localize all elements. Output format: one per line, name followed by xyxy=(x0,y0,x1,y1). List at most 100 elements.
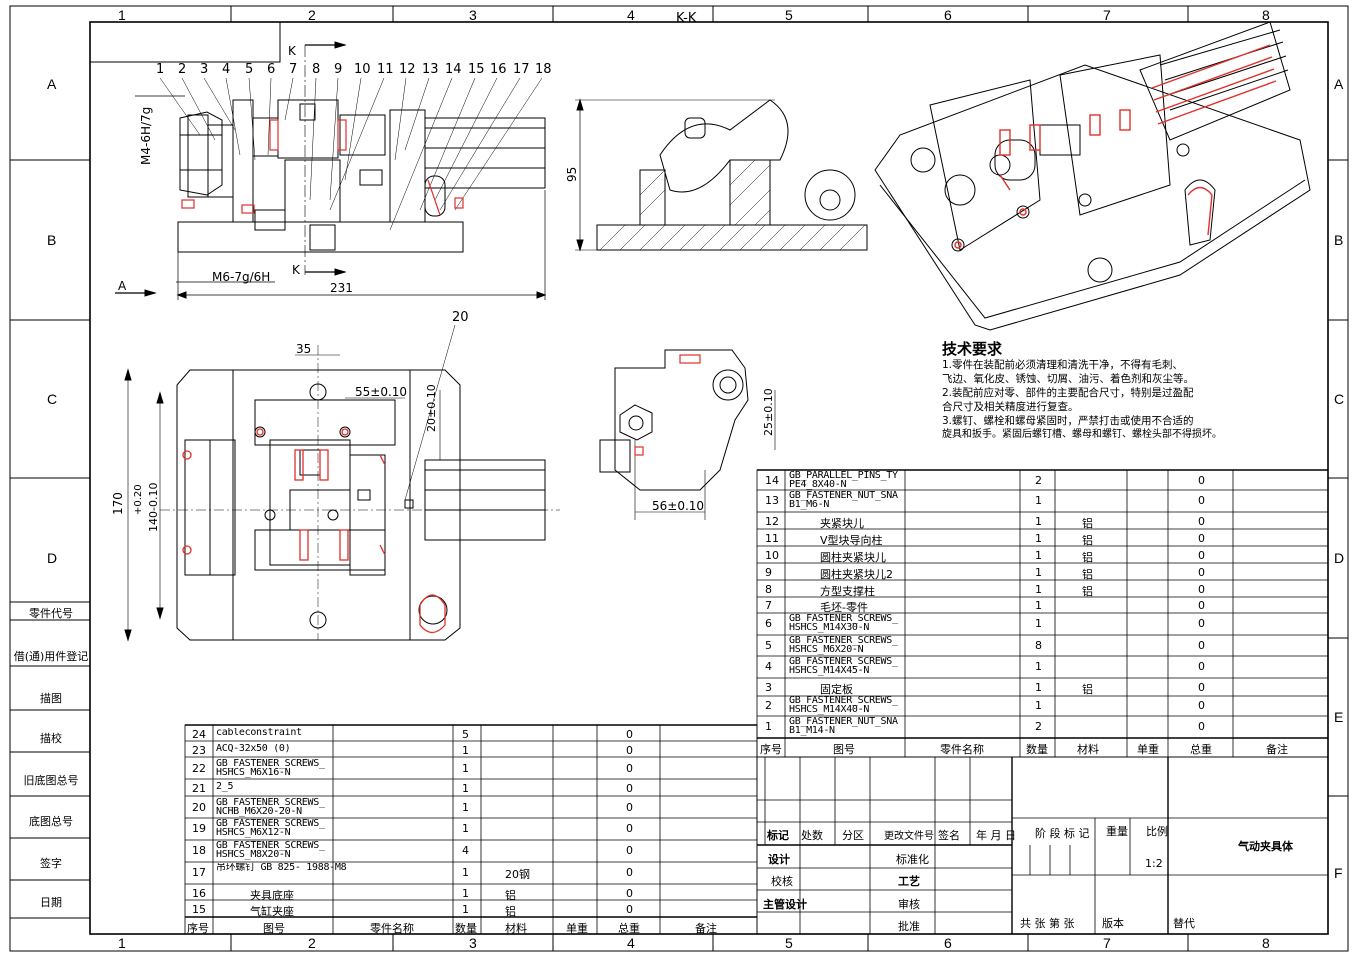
callout-5: 5 xyxy=(245,62,254,77)
bom-right-header-drawing: 图号 xyxy=(833,743,855,756)
side-view xyxy=(599,349,776,520)
callout-13: 13 xyxy=(422,62,439,77)
bom-row-drawing: GB_FASTENER_SCREWS_ HSHCS_M6X12-N xyxy=(216,819,325,838)
section-view xyxy=(575,98,868,252)
bom-row-number: 16 xyxy=(192,887,206,900)
tech-req-heading: 技术要求 xyxy=(942,340,1003,358)
zone-col-5-bottom: 5 xyxy=(785,935,793,951)
dim-thread-m6: M6-7g/6H xyxy=(212,270,271,284)
bom-row-total-weight: 0 xyxy=(626,744,633,757)
callout-16: 16 xyxy=(490,62,507,77)
bom-row-total-weight: 0 xyxy=(626,887,633,900)
bom-row-name: V型块导向柱 xyxy=(820,534,883,547)
bom-row-number: 22 xyxy=(192,762,206,775)
bom-row-total-weight: 0 xyxy=(1198,494,1205,507)
bom-row-number: 19 xyxy=(192,822,206,835)
bom-row-total-weight: 0 xyxy=(626,866,633,879)
tb-version: 版本 xyxy=(1102,917,1124,930)
zone-col-1: 1 xyxy=(118,7,126,23)
callout-7: 7 xyxy=(289,62,298,77)
bom-row-drawing: 吊环螺钉 GB 825- 1988-M8 xyxy=(216,863,347,873)
bom-row-qty: 1 xyxy=(462,744,469,757)
zone-row-c-right: C xyxy=(1334,391,1345,407)
zone-col-3: 3 xyxy=(469,7,477,23)
bom-row-number: 24 xyxy=(192,728,206,741)
bom-row-number: 5 xyxy=(765,639,772,652)
tech-req-line-1: 1.零件在装配前必须清理和清洗干净，不得有毛刺、 xyxy=(942,359,1184,371)
bom-row-name: 气缸夹座 xyxy=(250,905,294,918)
dim-height-95: 95 xyxy=(565,166,579,182)
callout-20: 20 xyxy=(452,310,469,325)
bom-row-total-weight: 0 xyxy=(1198,720,1205,733)
bom-row-qty: 1 xyxy=(462,822,469,835)
dim-55: 55±0.10 xyxy=(355,385,408,399)
bom-row-number: 1 xyxy=(765,720,772,733)
bom-row-qty: 1 xyxy=(1035,532,1042,545)
dim-56: 56±0.10 xyxy=(652,499,705,513)
bom-row-qty: 1 xyxy=(462,866,469,879)
plan-view xyxy=(124,324,560,642)
bom-row-number: 3 xyxy=(765,681,772,694)
callout-1: 1 xyxy=(156,62,165,77)
bom-row-qty: 1 xyxy=(1035,617,1042,630)
callout-3: 3 xyxy=(200,62,209,77)
bom-row-total-weight: 0 xyxy=(1198,549,1205,562)
bom-row-total-weight: 0 xyxy=(626,822,633,835)
side-view-red-accents xyxy=(634,354,701,456)
bom-row-qty: 1 xyxy=(1035,681,1042,694)
bom-row-number: 12 xyxy=(765,515,779,528)
bom-row-qty: 1 xyxy=(462,903,469,916)
zone-col-8-bottom: 8 xyxy=(1262,935,1270,951)
bom-left-grid xyxy=(184,724,758,935)
bom-row-drawing: GB_FASTENER_NUT_SNA B1_M6-N xyxy=(789,491,898,510)
bom-row-total-weight: 0 xyxy=(1198,617,1205,630)
zone-row-a-right: A xyxy=(1334,76,1344,92)
bom-row-number: 20 xyxy=(192,801,206,814)
bom-row-number: 11 xyxy=(765,532,779,545)
callout-18: 18 xyxy=(535,62,552,77)
bom-row-number: 9 xyxy=(765,566,772,579)
bom-row-name: 圆柱夹紧块儿 xyxy=(820,551,886,564)
tb-check: 校核 xyxy=(771,875,793,888)
section-mark-k-bottom: K xyxy=(292,263,300,277)
zone-col-6: 6 xyxy=(944,7,952,23)
bom-row-total-weight: 0 xyxy=(1198,639,1205,652)
bom-row-total-weight: 0 xyxy=(1198,532,1205,545)
dim-170: 170 xyxy=(111,492,125,515)
bom-left-header-drawing: 图号 xyxy=(263,922,285,935)
zone-row-d: D xyxy=(47,550,58,566)
left-label-part-code: 零件代号 xyxy=(29,607,73,620)
tb-review: 审核 xyxy=(898,898,920,911)
bom-row-qty: 1 xyxy=(1035,583,1042,596)
bom-row-material: 20钢 xyxy=(505,868,530,881)
tb-count: 处数 xyxy=(801,829,823,842)
bom-row-qty: 1 xyxy=(1035,515,1042,528)
tb-mark: 标记 xyxy=(767,829,789,842)
bom-row-drawing: GB_FASTENER_SCREWS_ HSHCS_M14X40-N xyxy=(789,696,898,715)
isometric-red-accents xyxy=(954,44,1277,249)
bom-row-number: 4 xyxy=(765,660,772,673)
zone-row-a: A xyxy=(47,76,57,92)
bom-row-drawing: ACQ-32x50 (0) xyxy=(216,744,291,754)
callout-11: 11 xyxy=(377,62,394,77)
bom-row-material: 铝 xyxy=(1082,683,1093,696)
technical-requirements: 技术要求 1.零件在装配前必须清理和清洗干净，不得有毛刺、 飞边、氧化皮、锈蚀、… xyxy=(942,342,1222,442)
dim-25: 25±0.10 xyxy=(762,388,775,436)
bom-left-header-name: 零件名称 xyxy=(370,922,414,935)
bom-row-qty: 4 xyxy=(462,844,469,857)
left-label-old-base: 旧底图总号 xyxy=(23,774,79,787)
bom-right-header-qty: 数量 xyxy=(1026,743,1048,756)
section-mark-k-top: K xyxy=(288,44,296,58)
dim-140-tolerance: +0.20 xyxy=(133,484,144,515)
tb-stage: 阶 段 标 记 xyxy=(1035,827,1090,840)
zone-col-5: 5 xyxy=(785,7,793,23)
zone-row-c: C xyxy=(47,391,58,407)
callout-17: 17 xyxy=(513,62,530,77)
left-label-date: 日期 xyxy=(40,896,62,909)
bom-row-total-weight: 0 xyxy=(1198,566,1205,579)
tb-scale: 1:2 xyxy=(1145,857,1163,870)
bom-row-total-weight: 0 xyxy=(626,844,633,857)
zone-col-4-bottom: 4 xyxy=(627,935,635,951)
callout-4: 4 xyxy=(222,62,231,77)
